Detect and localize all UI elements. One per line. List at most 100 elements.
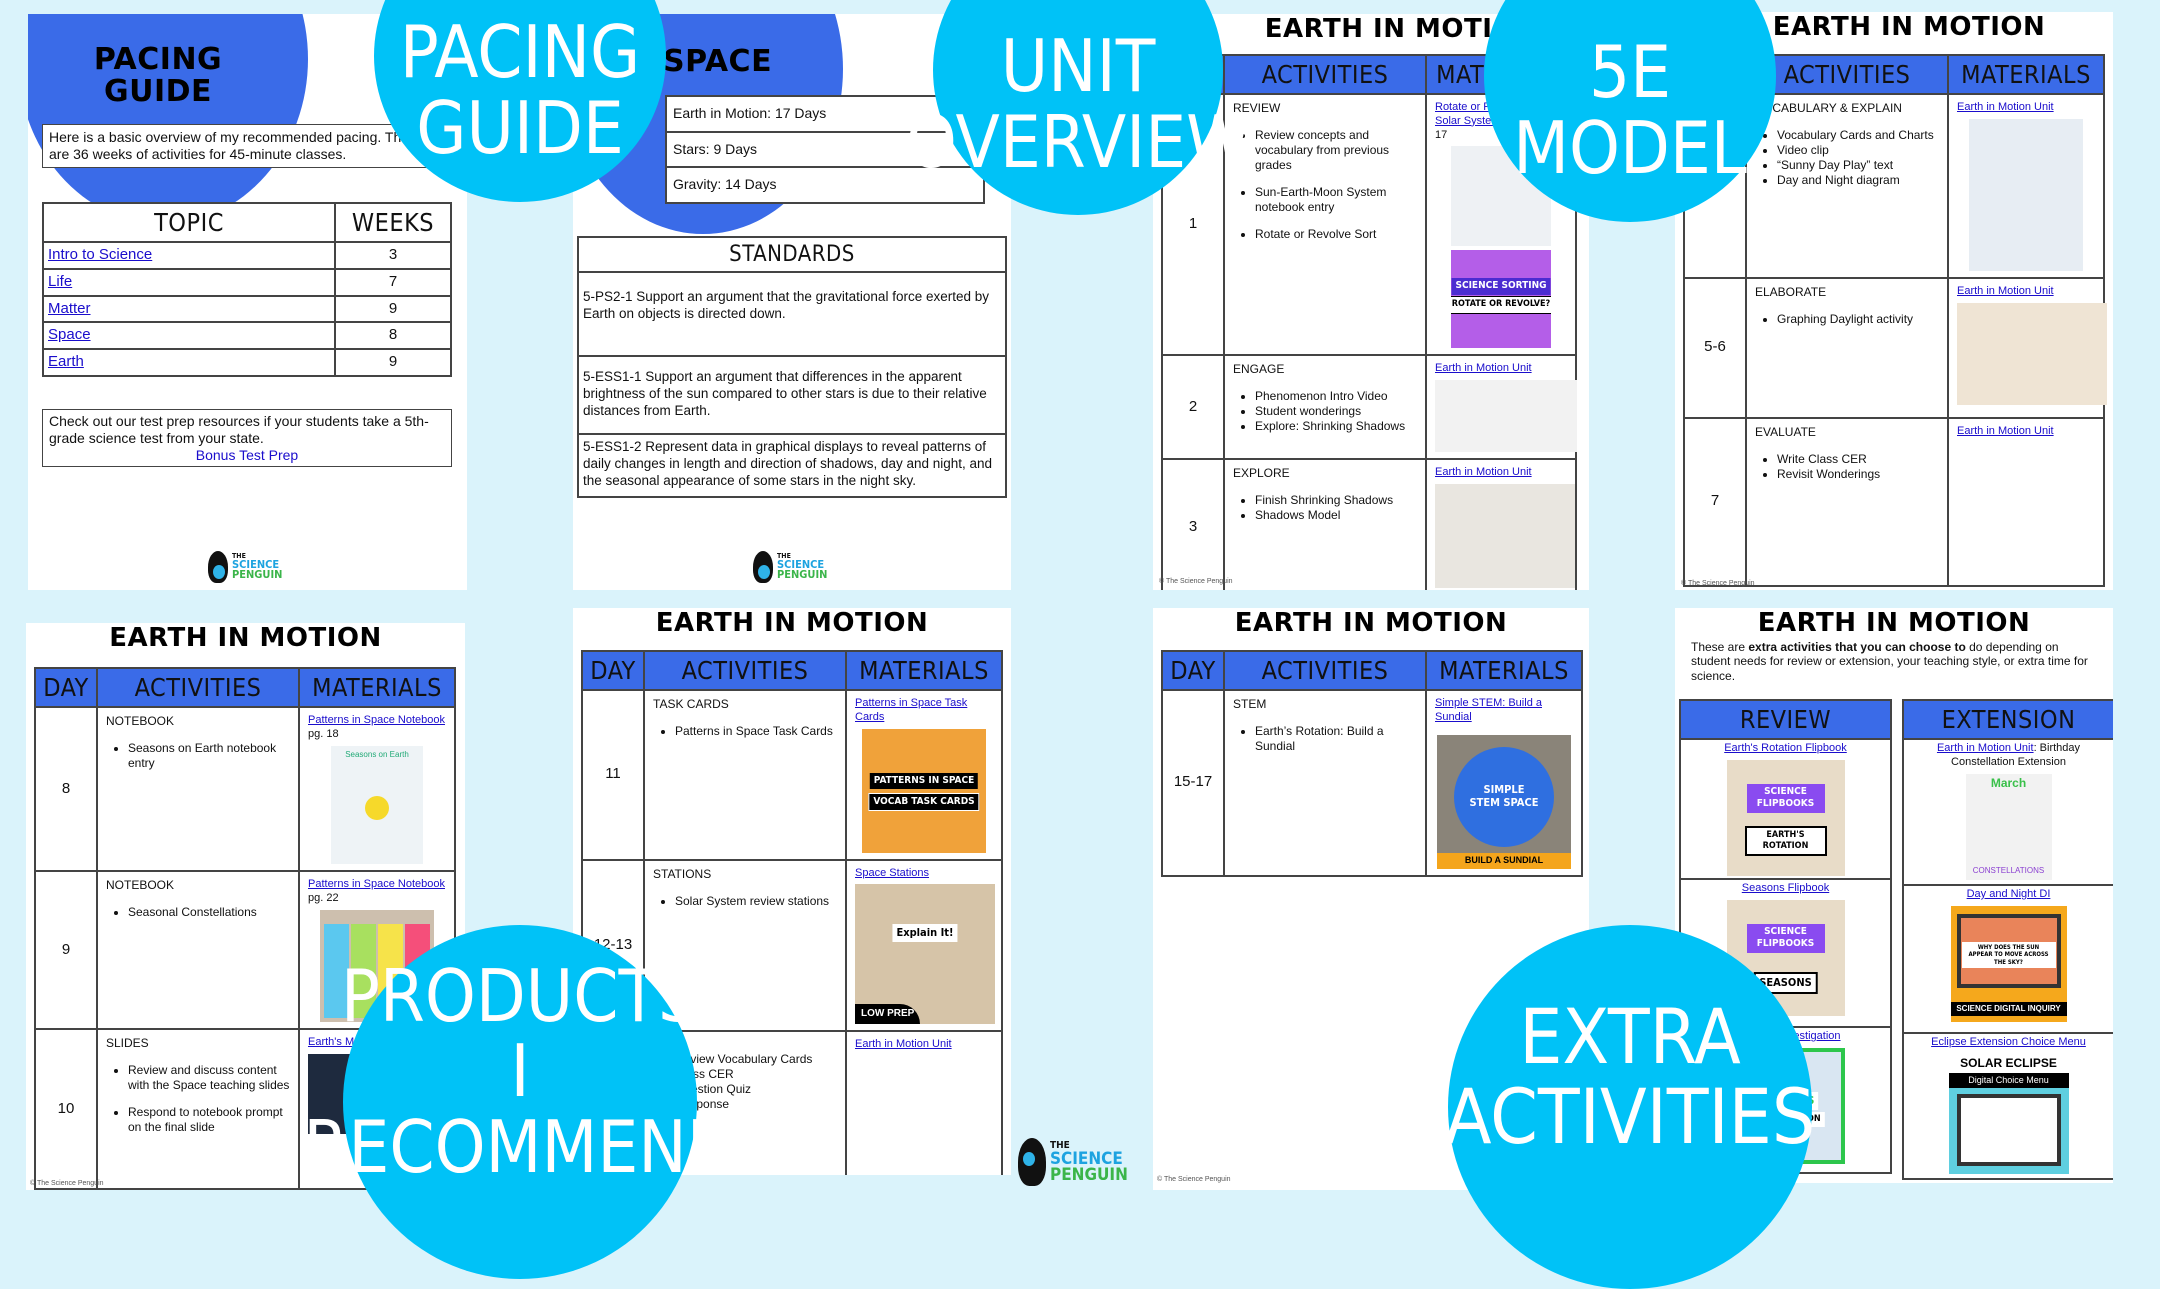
col-activities: ACTIVITIES bbox=[96, 667, 300, 708]
material-link[interactable]: Earth in Motion Unit bbox=[1435, 362, 1532, 375]
five-e-model-badge: 5E MODEL bbox=[1484, 0, 1776, 222]
unit-title: EARTH IN MOTION bbox=[1234, 608, 1508, 638]
five-e-table: DAY ACTIVITIES MATERIALS VOCABULARY & EX… bbox=[1683, 54, 2107, 587]
table-row: Stars: 9 Days bbox=[665, 130, 985, 168]
material-link[interactable]: Patterns in Space Task Cards bbox=[855, 697, 968, 723]
digital-inquiry-image: WHY DOES THE SUN APPEAR TO MOVE ACROSS T… bbox=[1950, 905, 2067, 1022]
col-materials: MATERIALS bbox=[1425, 650, 1583, 691]
standards-table: STANDARDS 5-PS2-1 Support an argument th… bbox=[577, 236, 1007, 498]
topic-link-life[interactable]: Life bbox=[48, 272, 73, 290]
sundial-product-image: SIMPLE STEM SPACE BUILD A SUNDIAL bbox=[1437, 734, 1571, 869]
material-link[interactable]: Solar System bbox=[1435, 114, 1501, 127]
stem-page: EARTH IN MOTION DAY ACTIVITIES MATERIALS… bbox=[1153, 608, 1589, 1190]
test-prep-box: Check out our test prep resources if you… bbox=[42, 409, 452, 468]
extension-link[interactable]: Earth in Motion Unit bbox=[1936, 742, 2034, 754]
material-link[interactable]: Earth in Motion Unit bbox=[1957, 101, 2054, 113]
col-day: DAY bbox=[1161, 650, 1225, 691]
col-day: DAY bbox=[34, 667, 98, 708]
standards-header: STANDARDS bbox=[577, 236, 1007, 273]
shadows-image bbox=[1435, 380, 1577, 452]
extra-activities-badge: EXTRA ACTIVITIES bbox=[1445, 925, 1815, 1289]
list-item: Earth in Motion Unit: Birthday Constella… bbox=[1902, 738, 2113, 886]
extension-header: EXTENSION bbox=[1902, 699, 2113, 740]
table-row: 5-6 ELABORATE Graphing Daylight activity… bbox=[1683, 276, 2107, 419]
flipbook-image: SCIENCE FLIPBOOKS SEASONS bbox=[1726, 899, 1845, 1016]
topic-link-space[interactable]: Space bbox=[48, 326, 91, 344]
pacing-intro: Here is a basic overview of my recommend… bbox=[42, 124, 436, 168]
day-night-diagram-image bbox=[1969, 118, 2083, 271]
col-activities: ACTIVITIES bbox=[1745, 54, 1949, 95]
topic-link-intro[interactable]: Intro to Science bbox=[48, 246, 153, 263]
extension-link[interactable]: Day and Night DI bbox=[1966, 888, 2051, 900]
material-link[interactable]: Earth in Motion Unit bbox=[1435, 466, 1532, 478]
five-e-model-page: EARTH IN MOTION DAY ACTIVITIES MATERIALS… bbox=[1675, 12, 2113, 590]
review-link[interactable]: Earth's Rotation Flipbook bbox=[1724, 742, 1847, 754]
material-link[interactable]: Space Stations bbox=[855, 866, 929, 879]
table-row: Earth in Motion: 17 Days bbox=[665, 95, 985, 133]
stem-table: DAY ACTIVITIES MATERIALS 15-17 STEM Eart… bbox=[1161, 650, 1583, 877]
col-weeks: WEEKS bbox=[334, 202, 452, 243]
extension-link-wrap: Earth in Motion Unit: Birthday Constella… bbox=[1936, 742, 2081, 768]
sorting-product-image: SCIENCE SORTING ROTATE OR REVOLVE? bbox=[1451, 250, 1551, 349]
material-link[interactable]: Simple STEM: Build a Sundial bbox=[1435, 697, 1542, 723]
list-item: Day and Night DI WHY DOES THE SUN APPEAR… bbox=[1902, 884, 2113, 1034]
table-row: 5-ESS1-2 Represent data in graphical dis… bbox=[577, 433, 1007, 498]
material-link[interactable]: Earth in Motion Unit bbox=[1957, 284, 2054, 297]
copyright: © The Science Penguin bbox=[1157, 1176, 1231, 1183]
table-row: 3 EXPLORE Finish Shrinking ShadowsShadow… bbox=[1161, 458, 1577, 590]
table-row: 2 ENGAGE Phenomenon Intro VideoStudent w… bbox=[1161, 354, 1577, 460]
gear-icon bbox=[1454, 746, 1554, 847]
copyright: © The Science Penguin bbox=[1159, 578, 1233, 585]
task-cards-table: DAY ACTIVITIES MATERIALS 11 TASK CARDS P… bbox=[581, 650, 1003, 1175]
graphing-daylight-image bbox=[1957, 302, 2107, 405]
products-badge: PRODUCTS I RECOMMEND bbox=[303, 925, 737, 1279]
material-link[interactable]: Earth in Motion Unit bbox=[855, 1038, 952, 1051]
extension-link[interactable]: Eclipse Extension Choice Menu bbox=[1931, 1036, 2086, 1048]
space-title: SPACE bbox=[663, 44, 773, 79]
col-day: DAY bbox=[581, 650, 645, 691]
col-materials: MATERIALS bbox=[298, 667, 456, 708]
material-link[interactable]: Patterns in Space Notebook bbox=[308, 714, 445, 726]
space-units-table: Earth in Motion: 17 Days Stars: 9 Days G… bbox=[665, 95, 985, 204]
col-activities: ACTIVITIES bbox=[1223, 650, 1427, 691]
extension-table: EXTENSION Earth in Motion Unit: Birthday… bbox=[1902, 699, 2113, 1180]
table-row: 7 EVALUATE Write Class CERRevisit Wonder… bbox=[1683, 416, 2105, 587]
penguin-icon bbox=[753, 551, 773, 583]
overview-table: DAY ACTIVITIES MATERIALS 1 REVIEW Review… bbox=[1161, 54, 1577, 590]
review-header: REVIEW bbox=[1679, 699, 1892, 740]
review-link[interactable]: Seasons Flipbook bbox=[1741, 882, 1830, 894]
material-link[interactable]: Patterns in Space Notebook bbox=[308, 878, 445, 890]
topic-link-earth[interactable]: Earth bbox=[48, 353, 84, 370]
copyright: © The Science Penguin bbox=[1681, 580, 1755, 587]
unit-title: EARTH IN MOTION bbox=[109, 623, 382, 653]
col-topic: TOPIC bbox=[42, 202, 336, 243]
list-item: Eclipse Extension Choice Menu SOLAR ECLI… bbox=[1902, 1032, 2113, 1180]
table-row: 11 TASK CARDS Patterns in Space Task Car… bbox=[581, 689, 1003, 861]
unit-title: EARTH IN MOTION bbox=[1757, 608, 2031, 638]
bonus-test-prep-link[interactable]: Bonus Test Prep bbox=[195, 446, 299, 463]
col-activities: ACTIVITIES bbox=[1223, 54, 1427, 95]
shadows-model-image bbox=[1435, 483, 1575, 588]
unit-title: EARTH IN MOTION bbox=[655, 608, 929, 638]
unit-overview-page: EARTH IN MOTION DAY ACTIVITIES MATERIALS… bbox=[1153, 14, 1589, 590]
col-materials: MATERIALS bbox=[1947, 54, 2105, 95]
col-materials: MATERIALS bbox=[845, 650, 1003, 691]
eclipse-menu-image: SOLAR ECLIPSE Digital Choice Menu bbox=[1948, 1053, 2069, 1174]
flipbook-image: SCIENCE FLIPBOOKS EARTH'S ROTATION bbox=[1726, 759, 1845, 876]
table-row: 8 NOTEBOOK Seasons on Earth notebook ent… bbox=[34, 706, 456, 872]
material-link[interactable]: Earth in Motion Unit bbox=[1957, 424, 2054, 437]
sun-icon bbox=[365, 795, 389, 820]
unit-overview-badge: UNIT OVERVIEW bbox=[906, 0, 1250, 215]
table-row: 15-17 STEM Earth’s Rotation: Build a Sun… bbox=[1161, 689, 1583, 877]
seasons-notebook-image: Seasons on Earth bbox=[331, 745, 423, 864]
table-row: Gravity: 14 Days bbox=[665, 166, 985, 204]
topic-link-matter[interactable]: Matter bbox=[48, 299, 91, 317]
